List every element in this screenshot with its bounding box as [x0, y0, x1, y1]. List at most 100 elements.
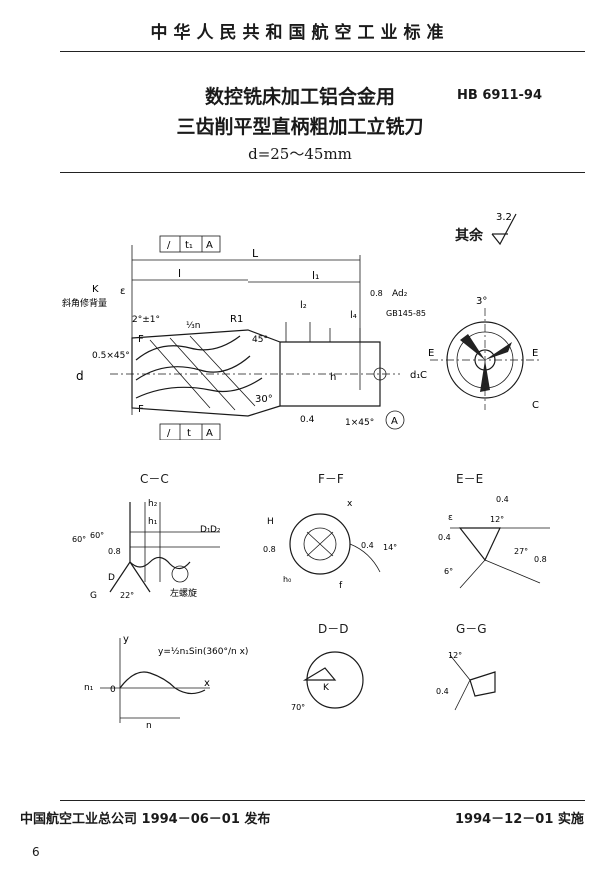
angle-2deg: 2°±1° [132, 315, 160, 325]
section-cc-title: C－C [140, 472, 169, 486]
label-F-top: F [138, 334, 144, 345]
dim-l1: l₁ [312, 269, 319, 282]
cc-h1: h₁ [148, 517, 158, 527]
dim-l: l [178, 267, 181, 280]
ff-H: H [267, 517, 274, 527]
tolerance-frame-top [159, 235, 221, 253]
label-chamfer: 0.5×45° [92, 351, 130, 361]
label-04: 0.4 [300, 415, 315, 425]
title-line-2: 三齿削平型直柄粗加工立铣刀 [176, 116, 424, 138]
profile-n1: n₁ [84, 683, 94, 693]
label-gb: GB145-85 [386, 309, 426, 318]
ff-14deg: 14° [383, 543, 397, 552]
datum-circle [385, 410, 405, 430]
profile-n: n [146, 721, 152, 731]
end-view-C-left: C [420, 370, 427, 381]
label-chamfer2: 1×45° [345, 418, 374, 428]
ee-04-top: 0.4 [496, 495, 509, 504]
ee-04-left: 0.4 [438, 533, 451, 542]
label-R1: R1 [230, 314, 243, 325]
ee-epsilon: ε [448, 513, 453, 523]
ff-x: x [347, 499, 353, 509]
main-view-drawing: L l l₁ l₂ l₄ / t₁ A K ε 斜角修背量 2°±1° F F … [62, 235, 426, 440]
label-ad2: Ad₂ [392, 289, 408, 299]
dim-l2: l₂ [300, 300, 307, 311]
gg-04: 0.4 [436, 687, 449, 696]
end-view-E-right: E [532, 348, 538, 359]
ee-6deg: 6° [444, 567, 453, 576]
footer-rule [60, 800, 585, 801]
standard-header: 中华人民共和国航空工业标准 [150, 23, 450, 43]
profile-curve-drawing: y x y=½n₁Sin(360°/n x) n₁ 0 n [84, 634, 248, 731]
ff-h0: h₀ [283, 575, 291, 584]
tol-bottom-value: t [187, 428, 191, 439]
ff-08: 0.8 [263, 545, 276, 554]
label-45deg: 45° [252, 335, 268, 345]
ee-12deg: 12° [490, 515, 504, 524]
roughness-symbol-icon: 3.2 [491, 212, 517, 246]
roughness-value: 3.2 [496, 212, 512, 223]
dim-l4: l₄ [350, 310, 357, 321]
roughness-note: 其余 [455, 228, 483, 244]
title-rule [60, 172, 585, 173]
ff-04: 0.4 [361, 541, 374, 550]
header-rule [60, 51, 585, 52]
section-cc-drawing: h₂ h₁ 60° 60° 0.8 D D₁ D₂ G 22° 左螺旋 [72, 499, 221, 601]
section-ff-title: F－F [318, 472, 344, 486]
section-gg-title: G－G [456, 622, 487, 636]
dim-L: L [252, 247, 259, 260]
label-K: K [92, 284, 99, 295]
ee-27deg: 27° [514, 547, 528, 556]
footer-publisher: 中国航空工业总公司 1994－06－01 发布 [20, 812, 271, 827]
tol-top-symbol: / [167, 240, 171, 251]
end-view-C-right: C [532, 400, 539, 411]
end-view-E-left: E [428, 348, 434, 359]
section-ee-drawing: 0.4 12° 0.4 27° 0.8 6° ε [438, 495, 550, 589]
label-r08: 0.8 [370, 289, 383, 298]
section-dd-title: D－D [318, 622, 349, 636]
tol-top-value: t₁ [185, 240, 193, 251]
cc-D1: D₁ [200, 525, 211, 535]
tol-top-datum: A [206, 240, 213, 251]
cc-left-helix: 左螺旋 [170, 587, 197, 599]
label-F-bottom: F [138, 404, 144, 415]
dd-K: K [323, 683, 330, 693]
profile-zero: 0 [110, 685, 116, 695]
footer-effective: 1994－12－01 实施 [455, 812, 584, 827]
tol-bottom-symbol: / [167, 428, 171, 439]
standard-code: HB 6911-94 [457, 88, 542, 103]
label-d: d [76, 369, 84, 383]
section-ee-title: E－E [456, 472, 484, 486]
datum-A: A [391, 416, 398, 427]
ee-08: 0.8 [534, 555, 547, 564]
page-number: 6 [32, 845, 40, 859]
cc-60-b: 60° [90, 531, 104, 540]
section-dd-drawing: 70° K [291, 651, 364, 712]
tol-bottom-datum: A [206, 428, 213, 439]
label-d1: d₁ [410, 370, 420, 381]
end-view-drawing: 3° E E C C [420, 296, 540, 411]
cc-h2: h₂ [148, 499, 158, 509]
cc-22deg: 22° [120, 591, 134, 600]
dd-70deg: 70° [291, 703, 305, 712]
label-one-third-n: ⅓n [186, 321, 200, 331]
label-epsilon: ε [120, 286, 125, 297]
ff-f: f [339, 581, 343, 591]
cc-D: D [108, 573, 115, 583]
label-30deg: 30° [255, 394, 273, 405]
section-ff-drawing: H 0.8 h₀ f 0.4 14° x [263, 499, 397, 591]
end-view-angle: 3° [476, 296, 487, 307]
cc-G: G [90, 591, 97, 601]
tolerance-frame-bottom [159, 423, 221, 440]
title-line-1: 数控铣床加工铝合金用 [204, 86, 395, 108]
gg-12deg: 12° [448, 651, 462, 660]
profile-x-axis: x [204, 678, 210, 689]
size-range: d=25～45mm [248, 145, 352, 163]
cc-60-a: 60° [72, 535, 86, 544]
cc-D2: D₂ [210, 525, 221, 535]
label-h: h [330, 372, 336, 383]
profile-y-axis: y [123, 634, 129, 645]
profile-formula: y=½n₁Sin(360°/n x) [158, 647, 248, 657]
section-gg-drawing: 12° 0.4 [436, 651, 496, 711]
cc-08: 0.8 [108, 547, 121, 556]
